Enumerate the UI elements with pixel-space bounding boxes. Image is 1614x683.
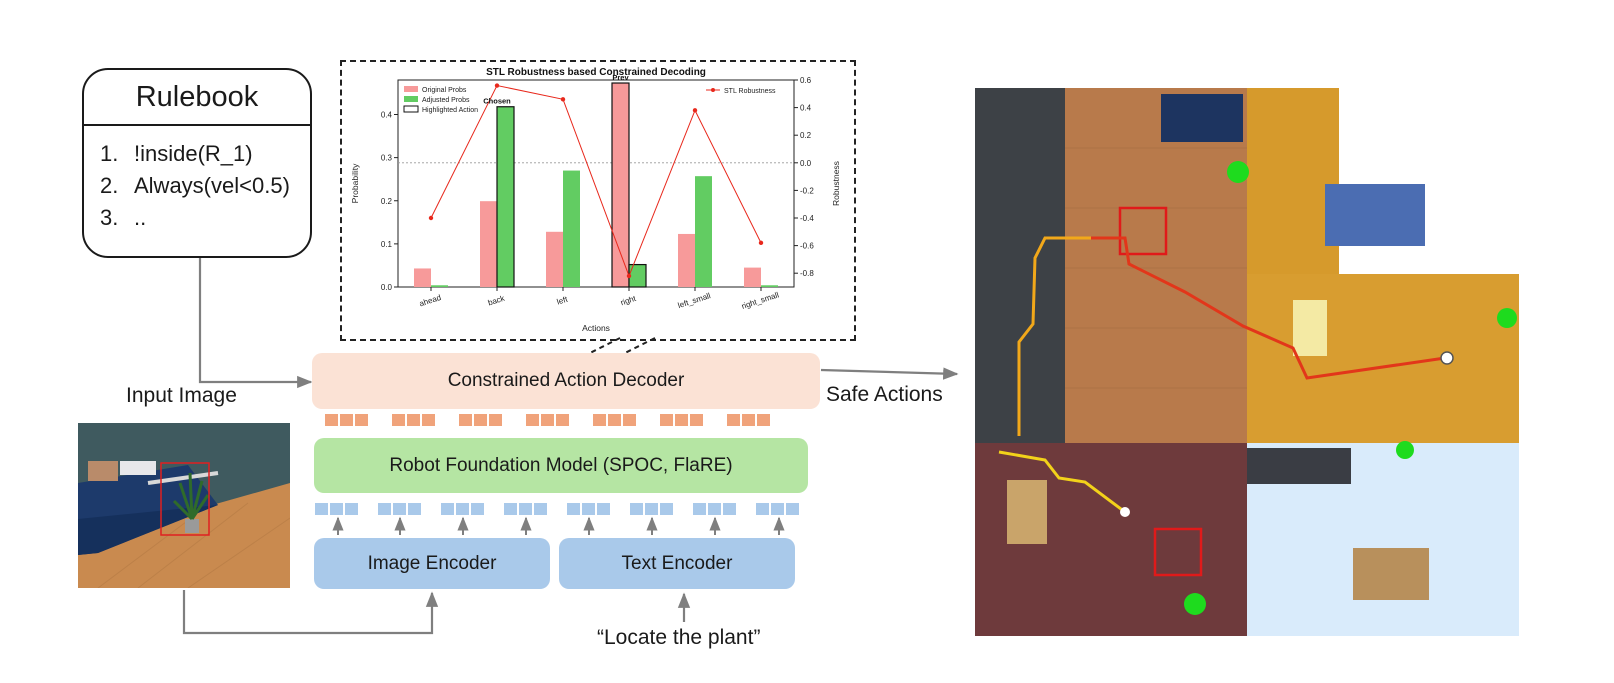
encoder-up-arrows <box>332 516 785 535</box>
robustness-point <box>494 83 500 88</box>
x-tick-label: left_small <box>677 291 712 310</box>
decoder-to-map-arrow <box>820 367 959 380</box>
rule-item: 2.Always(vel<0.5) <box>100 173 290 198</box>
bar-adjusted <box>563 170 580 287</box>
x-tick-label: right_small <box>740 290 780 311</box>
legend-original-swatch <box>404 86 418 92</box>
y-tick-label: 0.0 <box>381 283 393 292</box>
y2-tick-label: -0.6 <box>800 242 814 251</box>
legend-highlight-label: Highlighted Action <box>422 107 478 114</box>
rule-item: 1.!inside(R_1) <box>100 141 253 166</box>
annotation-label: Chosen <box>483 97 511 106</box>
x-tick-label: left <box>556 294 570 306</box>
legend-adjusted-label: Adjusted Probs <box>422 97 470 104</box>
bar-original <box>546 231 563 287</box>
decoder-token-row <box>325 414 770 426</box>
rulebook-to-decoder-arrow <box>198 257 313 389</box>
legend-highlight-swatch <box>403 105 419 113</box>
robustness-line <box>430 84 762 278</box>
prompt-label: “Locate the plant” <box>597 626 761 649</box>
constrained-action-decoder: Constrained Action Decoder <box>312 353 820 409</box>
encoder-token-row <box>315 503 799 515</box>
x-tick-label: right <box>619 294 637 308</box>
bar-original <box>744 267 761 287</box>
rulebook-title: Rulebook <box>84 70 310 126</box>
bar-adjusted <box>496 106 515 288</box>
y2-axis-label: Robustness <box>831 161 841 206</box>
chart-frame: STL Robustness based Constrained Decodin… <box>340 60 856 341</box>
robustness-point <box>692 108 698 113</box>
bar-adjusted <box>628 263 647 288</box>
bar-adjusted <box>695 176 712 287</box>
x-tick-label: back <box>487 293 507 307</box>
y2-tick-label: -0.4 <box>800 214 814 223</box>
rulebook-card: Rulebook 1.!inside(R_1) 2.Always(vel<0.5… <box>82 68 312 258</box>
image-encoder: Image Encoder <box>314 538 550 589</box>
robustness-point <box>626 273 632 279</box>
rule-item: 3... <box>100 205 147 230</box>
legend-adjusted-swatch <box>404 96 418 102</box>
y-tick-label: 0.1 <box>381 240 393 249</box>
x-axis-label: Actions <box>582 323 610 333</box>
chart-title: STL Robustness based Constrained Decodin… <box>486 67 706 78</box>
plant-icon <box>172 472 210 533</box>
bar-original <box>678 233 695 287</box>
bar-adjusted <box>761 285 778 287</box>
bar-adjusted <box>431 285 448 287</box>
bar-original <box>480 201 497 287</box>
legend-robustness-label: STL Robustness <box>724 88 776 95</box>
y2-tick-label: 0.0 <box>800 159 812 168</box>
text-encoder: Text Encoder <box>559 538 795 589</box>
legend-robustness-marker <box>711 88 715 92</box>
y2-tick-label: 0.2 <box>800 131 812 140</box>
plot-area <box>397 79 795 288</box>
robustness-chart: STL Robustness based Constrained Decodin… <box>350 67 841 333</box>
safe-actions-label: Safe Actions <box>826 383 943 406</box>
y-tick-label: 0.4 <box>381 111 393 120</box>
y2-tick-label: 0.6 <box>800 76 812 85</box>
bar-original <box>611 82 630 288</box>
x-tick-label: ahead <box>418 293 442 308</box>
annotation-label: Prev <box>612 73 629 82</box>
y2-tick-label: 0.4 <box>800 104 812 113</box>
input-image-photo <box>78 423 290 588</box>
y2-tick-label: -0.2 <box>800 186 814 195</box>
image-to-encoder-arrow <box>182 590 439 635</box>
y2-tick-label: -0.8 <box>800 269 814 278</box>
robustness-point <box>428 215 434 221</box>
robustness-point <box>560 97 566 102</box>
y-axis-label: Probability <box>350 163 360 203</box>
chart-callout-line <box>589 337 656 354</box>
rule-list: 1.!inside(R_1) 2.Always(vel<0.5) 3... <box>84 126 310 234</box>
legend-original-label: Original Probs <box>422 87 467 94</box>
input-image-label: Input Image <box>126 384 237 407</box>
robot-foundation-model: Robot Foundation Model (SPOC, FlaRE) <box>314 438 808 493</box>
robustness-point <box>758 240 764 246</box>
y-tick-label: 0.3 <box>381 154 393 163</box>
bar-original <box>414 268 431 287</box>
y-tick-label: 0.2 <box>381 197 393 206</box>
floor-plan-map <box>975 88 1519 636</box>
